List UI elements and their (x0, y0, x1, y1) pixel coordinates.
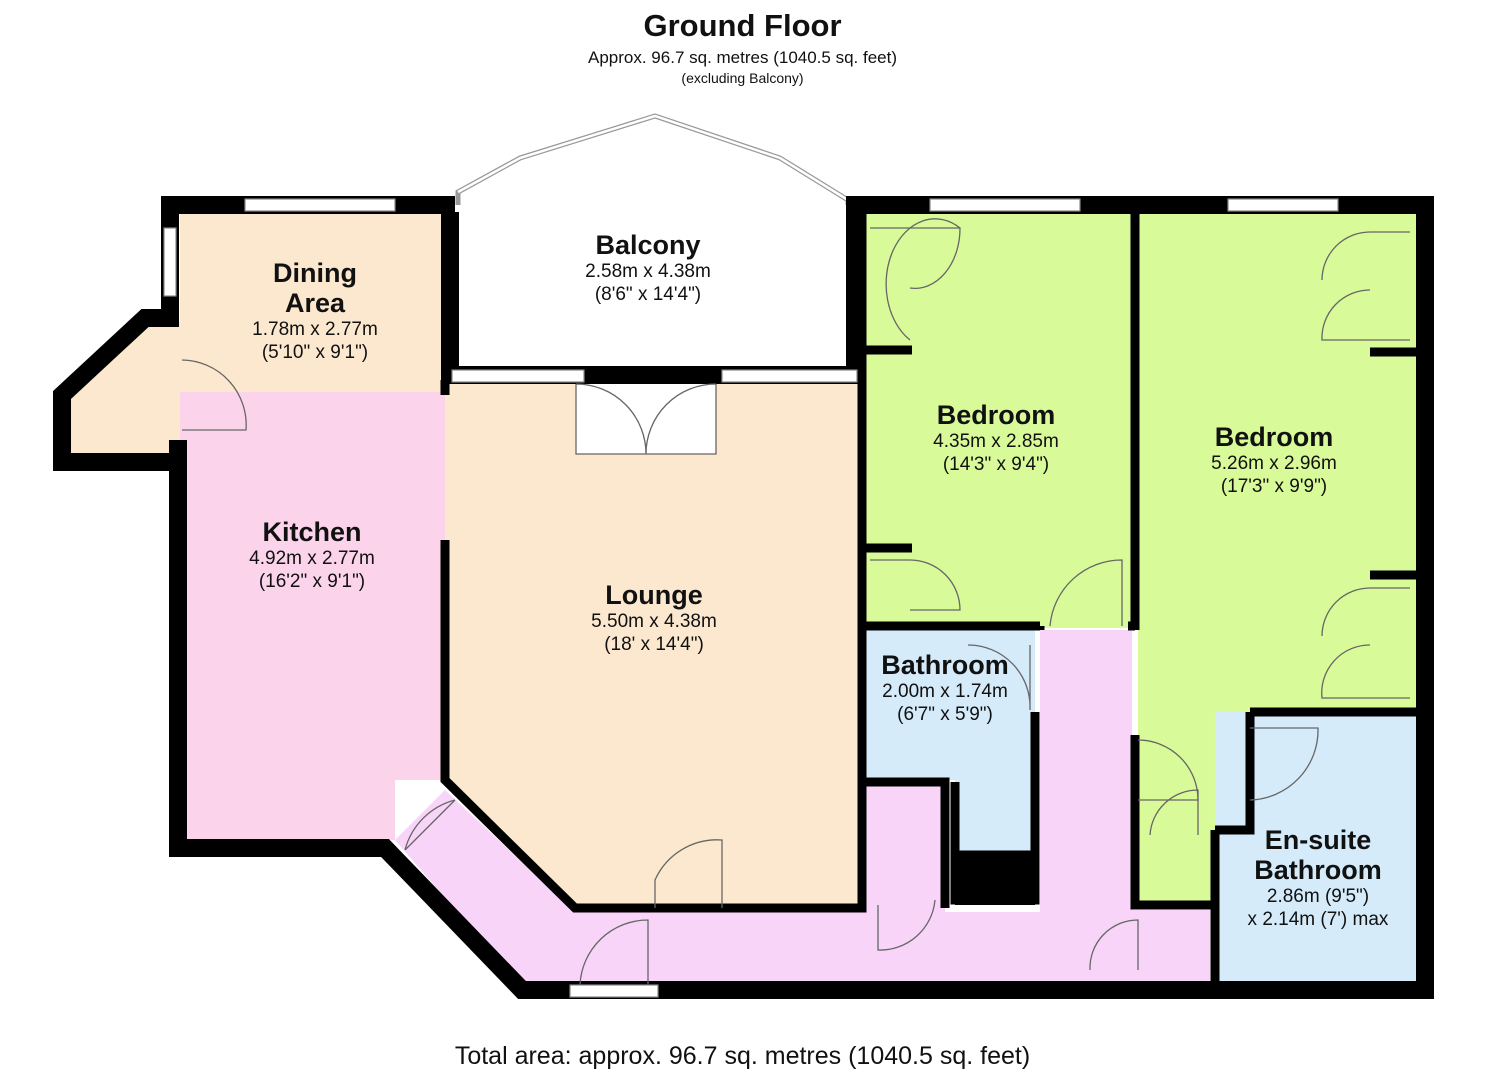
balcony-name: Balcony (595, 230, 700, 260)
dining-name-2: Area (285, 288, 346, 318)
total-area: Total area: approx. 96.7 sq. metres (104… (454, 1042, 1031, 1070)
bedroom1-name: Bedroom (937, 400, 1056, 430)
closet-fill (65, 322, 180, 455)
ensuite-dim-2: x 2.14m (7') max (1248, 909, 1389, 930)
bathroom-imperial: (6'7" x 5'9") (897, 704, 993, 725)
ensuite-name-2: Bathroom (1254, 855, 1382, 885)
bedroom1-metric: 4.35m x 2.85m (933, 431, 1059, 452)
window (244, 198, 396, 212)
dining-metric: 1.78m x 2.77m (252, 319, 378, 340)
window (451, 369, 585, 383)
window (569, 984, 659, 998)
balcony-metric: 2.58m x 4.38m (585, 261, 711, 282)
bedroom2-name: Bedroom (1215, 422, 1334, 452)
window (721, 369, 858, 383)
window (929, 198, 1081, 212)
lounge-imperial: (18' x 14'4") (604, 634, 704, 655)
window (1227, 198, 1339, 212)
bedroom2-fill (1138, 212, 1420, 905)
bathroom-fill (862, 630, 1035, 855)
bedroom1-fill (862, 212, 1132, 628)
doors (181, 218, 1410, 986)
lounge-fill (445, 382, 860, 905)
balcony-fill (458, 118, 848, 375)
bedroom2-imperial: (17'3" x 9'9") (1221, 476, 1327, 497)
duct (955, 855, 1035, 905)
balcony-railing-inner (457, 114, 849, 202)
bedroom1-imperial: (14'3" x 9'4") (943, 454, 1049, 475)
outer-walls (53, 196, 1434, 999)
kitchen-fill (180, 392, 445, 840)
dining-area-fill (180, 212, 445, 392)
bathroom-metric: 2.00m x 1.74m (882, 681, 1008, 702)
dining-imperial: (5'10" x 9'1") (262, 342, 368, 363)
window (163, 227, 177, 297)
kitchen-metric: 4.92m x 2.77m (249, 548, 375, 569)
lounge-name: Lounge (605, 580, 702, 610)
bedroom2-metric: 5.26m x 2.96m (1211, 453, 1337, 474)
dining-name: Dining (273, 258, 357, 288)
bathroom-name: Bathroom (881, 650, 1009, 680)
floor-area-subtitle: Approx. 96.7 sq. metres (1040.5 sq. feet… (588, 48, 897, 67)
lounge-metric: 5.50m x 4.38m (591, 611, 717, 632)
balcony-imperial: (8'6" x 14'4") (595, 284, 701, 305)
floor-title: Ground Floor (643, 8, 842, 43)
kitchen-name: Kitchen (262, 517, 361, 547)
ensuite-fill (1215, 712, 1420, 985)
ensuite-dim-1: 2.86m (9'5") (1267, 886, 1369, 907)
ensuite-name: En-suite (1265, 825, 1372, 855)
kitchen-imperial: (16'2" x 9'1") (259, 571, 365, 592)
hallway-fill (395, 630, 1210, 985)
floor-area-note: (excluding Balcony) (681, 70, 804, 86)
